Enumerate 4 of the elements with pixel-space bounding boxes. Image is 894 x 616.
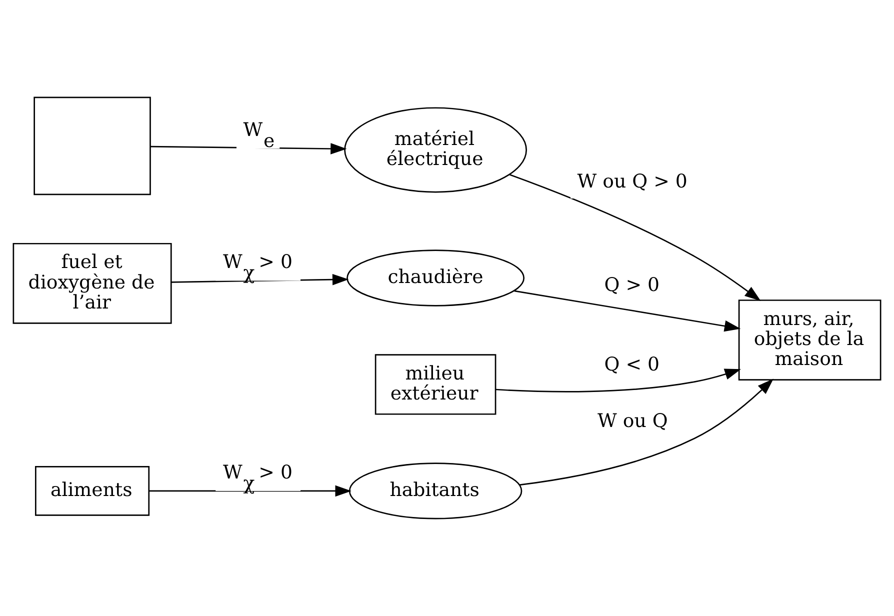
edge-label: W ou Q > 0 (577, 170, 688, 192)
edge-label: Q > 0 (604, 274, 660, 296)
edge-label: Q < 0 (604, 354, 660, 376)
edge-label: W ou Q (598, 410, 668, 432)
